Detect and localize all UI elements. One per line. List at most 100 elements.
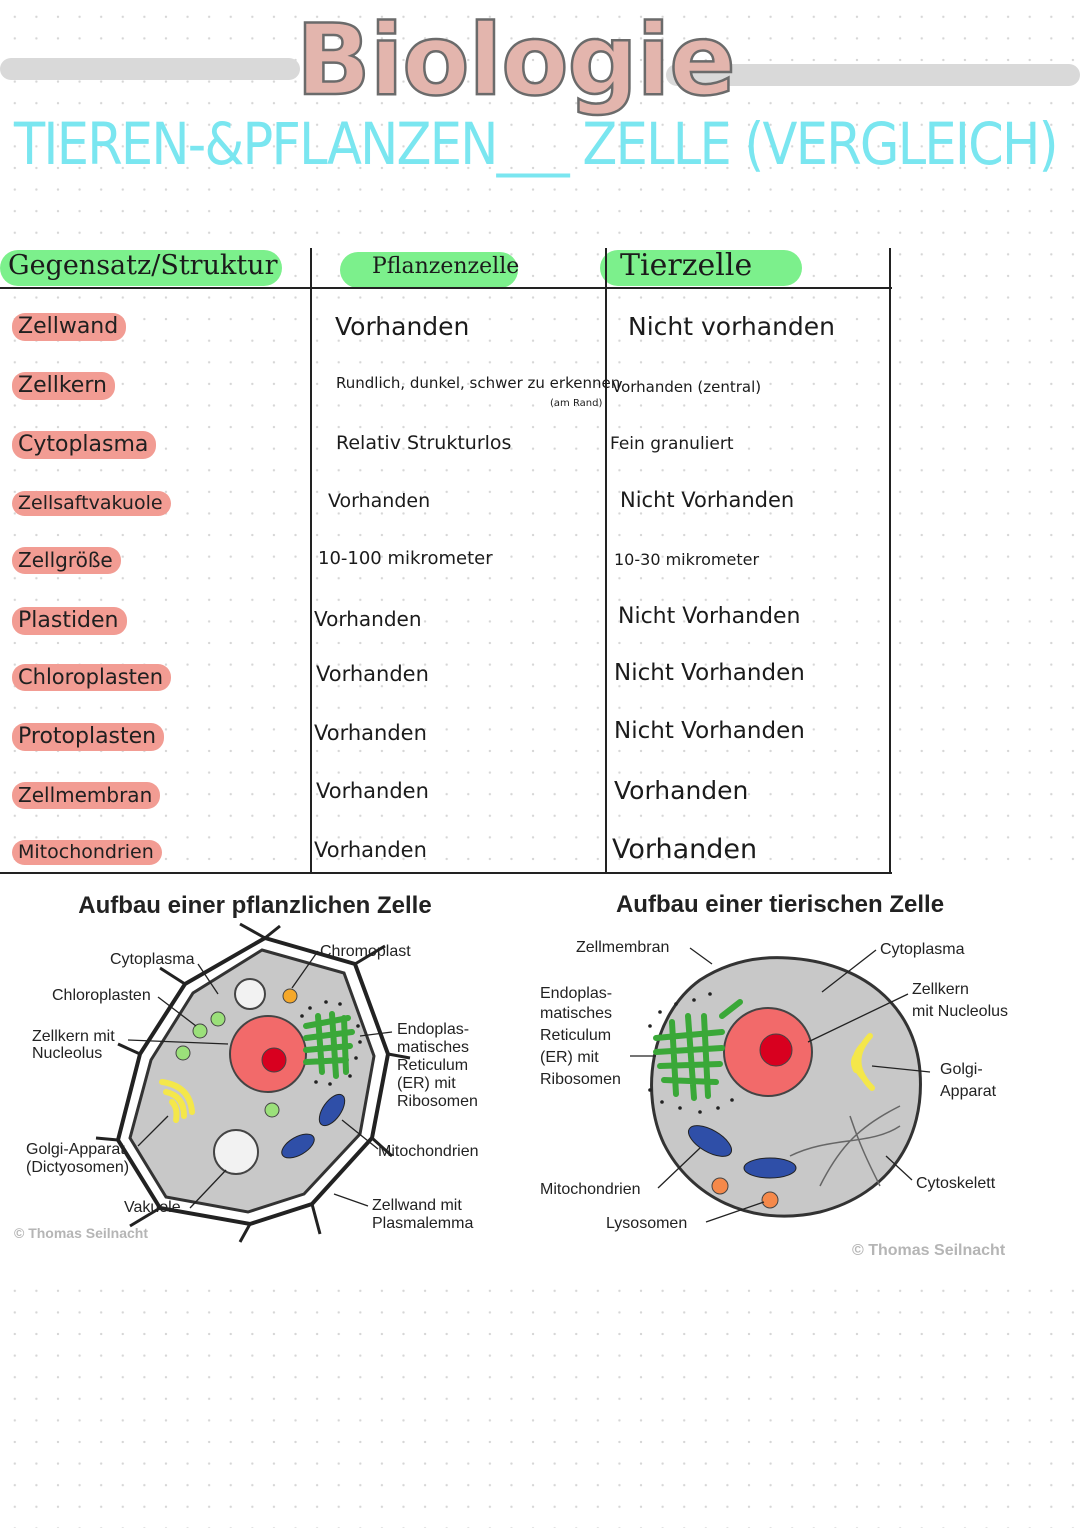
plant-label-er-1: Endoplas- <box>397 1021 469 1038</box>
plant-value-mitochondrien: Vorhanden <box>314 838 427 862</box>
plant-chloroplast-4 <box>264 1102 280 1118</box>
plant-label-zellkern-1: Zellkern mit <box>32 1028 115 1045</box>
plant-label-er-2: matisches <box>397 1039 469 1056</box>
plant-value-cytoplasma: Relativ Strukturlos <box>336 432 512 454</box>
plant-chloroplast-2 <box>210 1011 226 1027</box>
plant-label-mitochondrien: Mitochondrien <box>378 1143 479 1160</box>
plant-label-chloroplasten: Chloroplasten <box>52 987 151 1004</box>
plant-golgi <box>159 1079 195 1123</box>
plant-value-protoplasten: Vorhanden <box>314 721 427 745</box>
header-highlight-structure <box>0 250 282 286</box>
title-deco-line-right <box>666 64 1080 86</box>
animal-leader-lines <box>630 947 931 1223</box>
header-highlight-animal <box>600 250 802 286</box>
animal-value-zellwand: Nicht vorhanden <box>628 312 836 341</box>
plant-value-zellgroesse: 10-100 mikrometer <box>318 548 493 569</box>
plant-wall-extensions <box>95 922 411 1243</box>
title-deco-line-left <box>0 58 300 80</box>
plant-label-cytoplasma: Cytoplasma <box>110 951 195 968</box>
animal-value-cytoplasma: Fein granuliert <box>610 434 734 454</box>
row-label-zellmembran: Zellmembran <box>12 782 161 809</box>
header-animal: Tierzelle <box>620 248 753 283</box>
header-highlight-plant <box>340 252 518 288</box>
animal-value-chloroplasten: Nicht Vorhanden <box>614 660 805 686</box>
plant-copyright: © Thomas Seilnacht <box>14 1225 148 1241</box>
plant-label-er-5: Ribosomen <box>397 1093 478 1110</box>
plant-vacuole <box>213 1129 259 1175</box>
cell-diagrams: Aufbau einer pflanzlichen Zelle <box>0 876 1080 1276</box>
animal-value-protoplasten: Nicht Vorhanden <box>614 718 805 744</box>
animal-value-mitochondrien: Vorhanden <box>612 834 758 865</box>
header-structure: Gegensatz/Struktur <box>8 250 278 281</box>
animal-label-er-1: Endoplas- <box>540 985 612 1002</box>
plant-value-chloroplasten: Vorhanden <box>316 662 429 686</box>
animal-mitochondrion-1 <box>688 1125 732 1157</box>
animal-cytoskeleton <box>789 1105 901 1187</box>
plant-mitochondrion-1 <box>281 1133 315 1159</box>
animal-label-er-5: Ribosomen <box>540 1071 621 1088</box>
animal-label-cytoplasma: Cytoplasma <box>880 941 965 958</box>
plant-value-zellwand: Vorhanden <box>335 312 470 341</box>
plant-label-er-3: Reticulum <box>397 1057 468 1074</box>
plant-leader-lines <box>127 950 393 1209</box>
plant-label-er-4: (ER) mit <box>397 1075 456 1092</box>
plant-label-chromoplast: Chromoplast <box>320 943 411 960</box>
plant-label-zellkern-2: Nucleolus <box>32 1045 102 1062</box>
plant-chloroplast-1 <box>192 1023 208 1039</box>
animal-label-zellkern-1: Zellkern <box>912 981 969 998</box>
plant-label-zellwand-1: Zellwand mit <box>372 1197 462 1214</box>
table-divider-1 <box>310 248 312 874</box>
animal-label-golgi-1: Golgi- <box>940 1061 983 1078</box>
plant-mitochondrion-2 <box>318 1093 346 1127</box>
header-plant: Pflanzenzelle <box>372 254 520 279</box>
cell-diagrams-svg: Aufbau einer pflanzlichen Zelle <box>0 876 1080 1276</box>
plant-labels: Cytoplasma Chromoplast Chloroplasten Zel… <box>26 943 479 1232</box>
plant-cell-diagram: Aufbau einer pflanzlichen Zelle <box>14 892 479 1243</box>
row-label-zellkern: Zellkern <box>12 372 115 400</box>
plant-value-plastiden: Vorhanden <box>314 607 422 631</box>
plant-label-golgi-1: Golgi-Apparat <box>26 1141 125 1158</box>
animal-label-er-3: Reticulum <box>540 1027 611 1044</box>
page-subtitle: TIEREN-&PFLANZEN___ ZELLE (VERGLEICH) <box>14 110 1059 178</box>
animal-value-zellkern: Vorhanden (zentral) <box>612 378 762 396</box>
animal-value-zellmembran: Vorhanden <box>614 776 749 805</box>
plant-chromoplast <box>282 988 298 1004</box>
plant-value-zellsaftvakuole: Vorhanden <box>328 490 431 512</box>
animal-mitochondrion-2 <box>743 1157 797 1179</box>
plant-label-zellwand-2: Plasmalemma <box>372 1215 473 1232</box>
animal-value-zellgroesse: 10-30 mikrometer <box>614 550 760 569</box>
plant-value-zellkern: Rundlich, dunkel, schwer zu erkennen <box>336 374 621 392</box>
animal-cell-diagram: Aufbau einer tierischen Zelle <box>540 891 1008 1259</box>
animal-value-plastiden: Nicht Vorhanden <box>618 604 801 629</box>
animal-lysosome-2 <box>761 1191 779 1209</box>
animal-cell-title: Aufbau einer tierischen Zelle <box>616 891 944 918</box>
animal-labels: Zellmembran Cytoplasma Endoplas- matisch… <box>540 939 1008 1232</box>
plant-cell-title: Aufbau einer pflanzlichen Zelle <box>78 892 431 919</box>
table-divider-2 <box>605 248 607 874</box>
row-label-chloroplasten: Chloroplasten <box>12 664 172 691</box>
animal-label-zellmembran: Zellmembran <box>576 939 669 956</box>
animal-label-zellkern-2: mit Nucleolus <box>912 1003 1008 1020</box>
animal-er <box>653 999 743 1101</box>
animal-label-er-4: (ER) mit <box>540 1049 599 1066</box>
row-label-mitochondrien: Mitochondrien <box>12 840 162 865</box>
plant-label-vakuole: Vakuole <box>124 1199 181 1216</box>
table-header-rule <box>0 287 892 289</box>
row-label-zellgroesse: Zellgröße <box>12 547 121 574</box>
plant-ribosomes <box>300 1000 362 1086</box>
row-label-zellwand: Zellwand <box>12 313 127 341</box>
animal-label-lysosomen: Lysosomen <box>606 1215 687 1232</box>
plant-nucleolus <box>261 1047 287 1073</box>
animal-label-mitochondrien: Mitochondrien <box>540 1181 641 1198</box>
row-label-zellsaftvakuole: Zellsaftvakuole <box>12 491 171 516</box>
row-label-cytoplasma: Cytoplasma <box>12 431 157 459</box>
plant-label-golgi-2: (Dictyosomen) <box>26 1159 129 1176</box>
animal-label-cytoskelett: Cytoskelett <box>916 1175 996 1192</box>
plant-value-zellmembran: Vorhanden <box>316 779 429 803</box>
animal-label-golgi-2: Apparat <box>940 1083 997 1100</box>
animal-nucleolus <box>759 1033 793 1067</box>
table-divider-3 <box>889 248 891 874</box>
table-bottom-rule <box>0 872 892 874</box>
row-label-protoplasten: Protoplasten <box>12 723 165 751</box>
plant-note-zellkern: (am Rand) <box>550 398 603 409</box>
